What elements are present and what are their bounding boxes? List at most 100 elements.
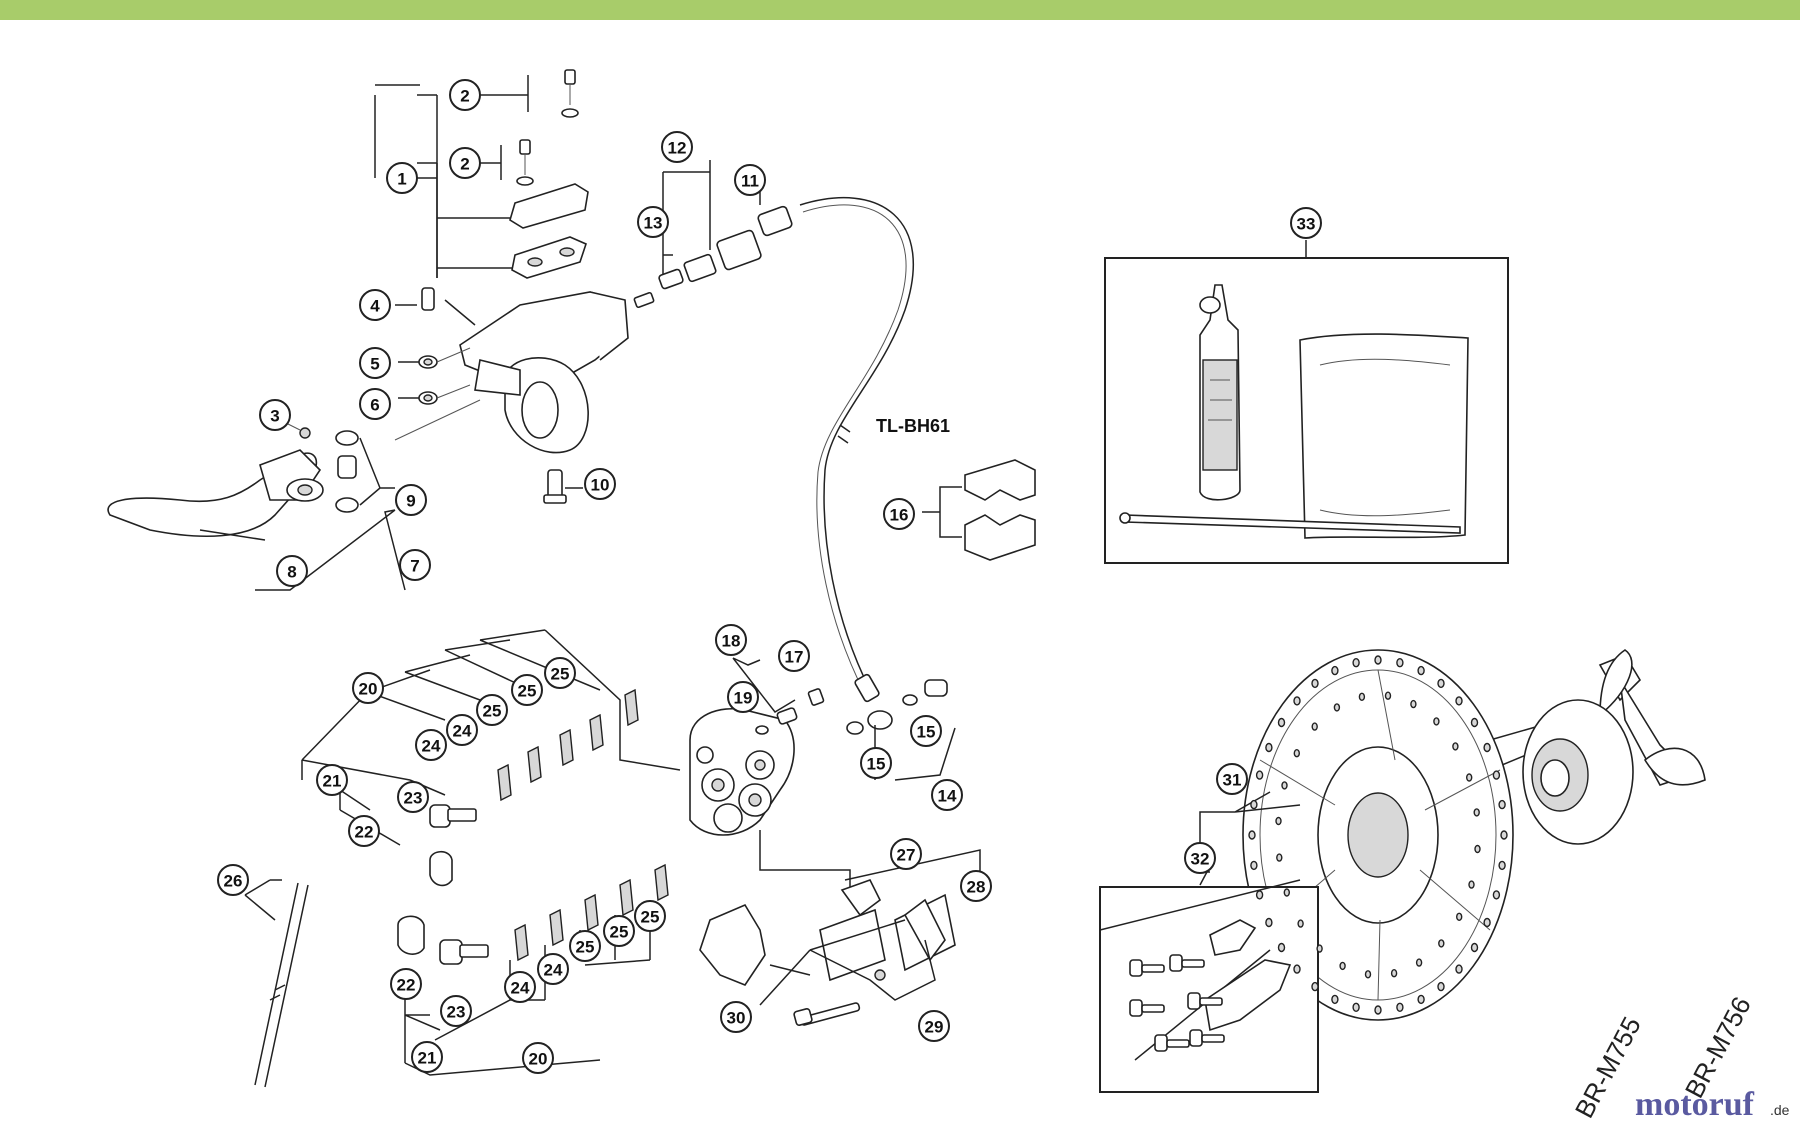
callout-number: 24 [544, 961, 563, 980]
rotor-hole [1276, 853, 1283, 862]
tool-label: TL-BH61 [876, 416, 950, 436]
rotor-hole [1455, 696, 1463, 706]
callout-number: 16 [890, 506, 909, 525]
callout-11: 11 [734, 164, 766, 196]
rotor-hole [1455, 964, 1463, 974]
callout-number: 33 [1297, 215, 1316, 234]
callout-25: 25 [603, 915, 635, 947]
callout-number: 31 [1223, 771, 1242, 790]
callout-number: 1 [397, 170, 406, 189]
callout-number: 5 [370, 355, 379, 374]
callout-number: 25 [576, 938, 595, 957]
rotor-hole [1452, 742, 1459, 751]
callout-number: 25 [551, 665, 570, 684]
rotor-hole [1437, 678, 1445, 689]
callout-2: 2 [449, 79, 481, 111]
callout-30: 30 [720, 1001, 752, 1033]
callout-12: 12 [661, 131, 693, 163]
callout-number: 28 [967, 878, 986, 897]
watermark-logo: motoruf .de [1635, 1086, 1790, 1123]
callout-number: 32 [1191, 850, 1210, 869]
callout-number: 10 [591, 476, 610, 495]
rotor-hole [1374, 655, 1382, 665]
rotor-hole [1500, 830, 1508, 840]
rotor-hole [1283, 888, 1291, 897]
callout-2: 2 [449, 147, 481, 179]
callout-number: 30 [727, 1009, 746, 1028]
callout-27: 27 [890, 838, 922, 870]
callout-number: 27 [897, 846, 916, 865]
rotor-hole [1358, 692, 1366, 701]
callout-24: 24 [537, 953, 569, 985]
rotor-hole [1331, 665, 1339, 676]
callout-number: 22 [355, 823, 374, 842]
top-bar [0, 0, 1800, 20]
callout-25: 25 [476, 694, 508, 726]
rotor-hole [1248, 830, 1256, 840]
brake-lever-assembly [107, 69, 629, 591]
callout-24: 24 [415, 729, 447, 761]
rotor-hole [1492, 770, 1501, 780]
rotor-hole [1374, 1005, 1382, 1015]
callout-15: 15 [910, 715, 942, 747]
callout-20: 20 [522, 1042, 554, 1074]
callout-number: 26 [224, 872, 243, 891]
rotor-hole [1250, 799, 1258, 810]
callout-23: 23 [397, 781, 429, 813]
rotor-hole [1311, 981, 1319, 992]
rotor-hole [1255, 770, 1264, 780]
callout-number: 14 [938, 787, 957, 806]
callout-number: 24 [511, 979, 530, 998]
callout-number: 24 [422, 737, 441, 756]
callout-31: 31 [1216, 763, 1248, 795]
callout-number: 25 [483, 702, 502, 721]
rotor-hole [1250, 860, 1258, 871]
callout-number: 15 [917, 723, 936, 742]
rotor-hole [1265, 917, 1273, 928]
callout-25: 25 [634, 900, 666, 932]
hose-clip-26 [244, 879, 309, 1088]
rotor-hole [1396, 658, 1404, 668]
rotor-hole [1474, 844, 1481, 854]
callout-number: 21 [418, 1049, 437, 1068]
rotor-hole [1492, 890, 1501, 900]
callout-number: 22 [397, 976, 416, 995]
rotor-hole [1339, 961, 1346, 971]
rotor-hole [1498, 799, 1506, 810]
callout-22: 22 [390, 968, 422, 1000]
callout-16: 16 [883, 498, 915, 530]
rotor-hole [1384, 691, 1392, 700]
callout-number: 25 [518, 682, 537, 701]
rotor-hole [1255, 890, 1264, 900]
rotor-hole [1316, 944, 1323, 953]
rotor-hole [1470, 717, 1479, 728]
rotor-hole [1293, 964, 1301, 974]
callout-25: 25 [544, 657, 576, 689]
disc-rotor-assembly [1099, 649, 1706, 1093]
callout-3: 3 [259, 399, 291, 431]
callout-7: 7 [399, 549, 431, 581]
rotor-hole [1281, 781, 1288, 790]
callout-number: 8 [287, 563, 296, 582]
callout-8: 8 [276, 555, 308, 587]
callout-number: 25 [610, 923, 629, 942]
rotor-hole [1483, 917, 1491, 928]
rotor-hole [1473, 808, 1480, 817]
rotor-hole [1364, 970, 1372, 979]
rotor-hole [1437, 981, 1445, 992]
callout-number: 9 [406, 492, 415, 511]
callout-number: 18 [722, 632, 741, 651]
callout-number: 4 [370, 297, 380, 316]
callout-number: 19 [734, 689, 753, 708]
rotor-hole [1455, 912, 1463, 921]
callout-number: 11 [741, 172, 759, 191]
callout-number: 24 [453, 722, 472, 741]
callout-6: 6 [359, 388, 391, 420]
callout-25: 25 [569, 930, 601, 962]
callout-number: 2 [460, 87, 469, 106]
callout-number: 2 [460, 155, 469, 174]
callout-number: 25 [641, 908, 660, 927]
rotor-hole [1417, 665, 1425, 676]
callout-number: 12 [668, 139, 687, 158]
